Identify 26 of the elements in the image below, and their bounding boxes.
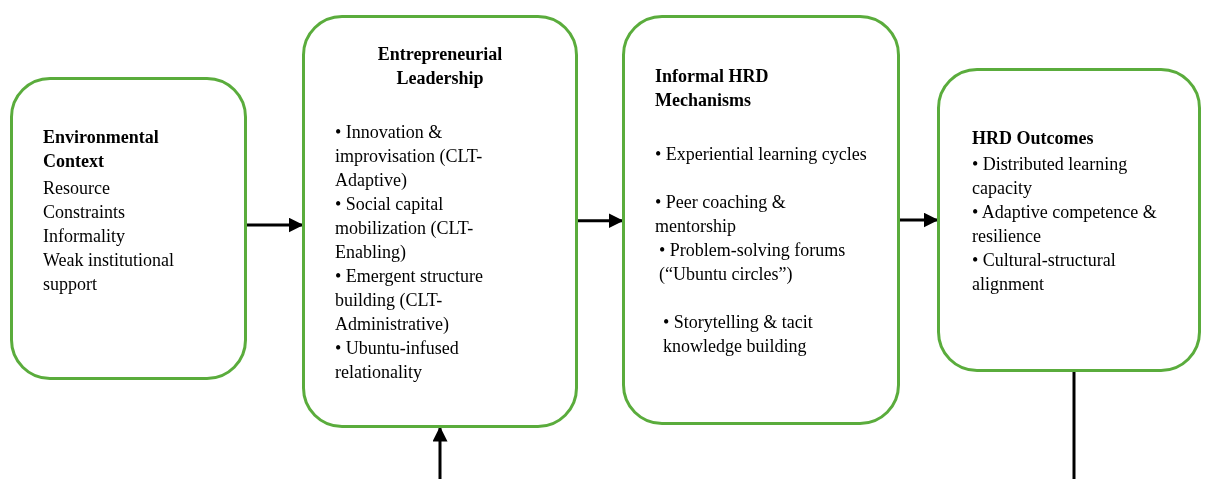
list-item: • Problem-solving forums (“Ubuntu circles”) bbox=[659, 239, 847, 286]
list-item: • Peer coaching & mentorship bbox=[655, 191, 787, 238]
list-item: Weak institutional support bbox=[43, 249, 176, 296]
arrow bbox=[247, 217, 304, 233]
list-item: • Experiential learning cycles bbox=[655, 143, 868, 166]
list-item: • Emergent structure building (CLT-Administrative) bbox=[335, 265, 484, 336]
box-heading: Entrepreneurial Leadership bbox=[376, 43, 504, 90]
box-heading: Environmental Context bbox=[43, 126, 160, 173]
list-item: • Social capital mobilization (CLT-Enabling) bbox=[335, 193, 475, 264]
arrow bbox=[578, 213, 624, 229]
list-item: Resource Constraints bbox=[43, 177, 126, 224]
rounded-box bbox=[622, 15, 900, 425]
list-item: • Distributed learning capacity bbox=[972, 153, 1129, 200]
box-heading: Informal HRD Mechanisms bbox=[655, 65, 770, 112]
list-item: • Storytelling & tacit knowledge building bbox=[663, 311, 814, 358]
rounded-box bbox=[302, 15, 578, 428]
list-item: • Innovation & improvisation (CLT-Adaptive) bbox=[335, 121, 484, 192]
list-item: • Cultural-structural alignment bbox=[972, 249, 1117, 296]
rounded-box bbox=[937, 68, 1201, 372]
box-heading: HRD Outcomes bbox=[972, 127, 1095, 150]
arrow bbox=[432, 426, 448, 479]
rounded-box bbox=[10, 77, 247, 380]
arrow bbox=[900, 212, 939, 228]
list-item: • Ubuntu-infused relationality bbox=[335, 337, 460, 384]
list-item: Informality bbox=[43, 225, 126, 248]
list-item: • Adaptive competence & resilience bbox=[972, 201, 1158, 248]
